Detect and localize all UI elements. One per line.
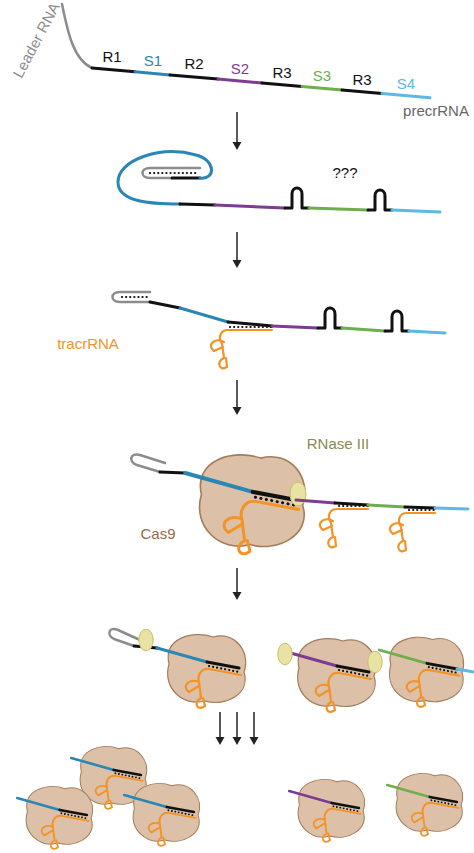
label-text: R3: [352, 72, 371, 87]
label-text: S4: [397, 76, 415, 91]
label-text: S2: [231, 61, 249, 76]
label-text: S3: [313, 68, 331, 83]
label-text: ???: [332, 165, 357, 180]
label-text: R2: [184, 56, 203, 71]
label-text: precrRNA: [403, 103, 469, 118]
label-text: Cas9: [140, 526, 175, 541]
label-text: Leader RNA: [10, 0, 62, 80]
label-text: R3: [272, 65, 291, 80]
label-text: R1: [102, 49, 121, 64]
label-text: tracrRNA: [57, 336, 119, 351]
label-text: S1: [144, 53, 162, 68]
label-text: RNase III: [307, 436, 370, 451]
